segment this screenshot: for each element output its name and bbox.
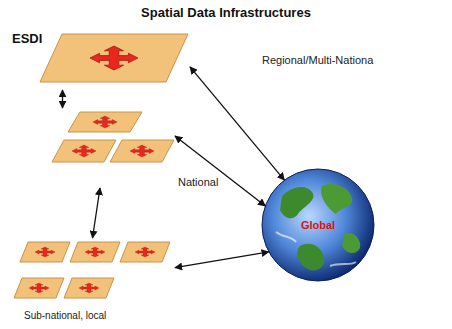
globe — [262, 169, 374, 281]
link-arrow — [93, 188, 101, 238]
tier-node: Sub-national, local — [10, 238, 175, 304]
link-arrow — [190, 67, 284, 180]
tier-node: National — [50, 108, 175, 188]
globe-node: Global — [262, 169, 374, 281]
flow-arrows — [90, 46, 138, 70]
tier-label: Regional/Multi-Nationa — [262, 54, 373, 67]
flow-arrows — [29, 247, 155, 293]
link-arrow — [62, 90, 63, 108]
regional-tile — [40, 34, 188, 82]
tier-label: National — [178, 176, 218, 189]
local-tiles — [14, 242, 170, 298]
tier-node: ESDIRegional/Multi-Nationa — [40, 32, 190, 90]
globe-label: Global — [301, 219, 335, 232]
link-arrow — [175, 252, 269, 268]
flow-arrows — [72, 116, 154, 157]
tier-name: ESDI — [12, 32, 42, 47]
diagram-title: Spatial Data Infrastructures — [0, 5, 452, 20]
tier-label: Sub-national, local — [24, 310, 106, 322]
national-tiles — [52, 112, 174, 162]
link-arrow — [175, 136, 265, 206]
